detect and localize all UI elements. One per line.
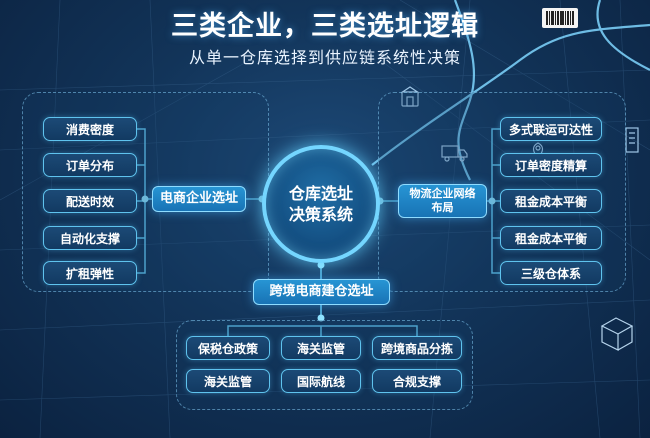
right-item-rent-balance-1: 租金成本平衡 [500,189,602,213]
left-item-consumption-density: 消费密度 [43,117,137,141]
left-item-automation-support: 自动化支撑 [43,226,137,250]
bottom-item-customs-2: 海关监管 [186,369,270,393]
ecommerce-category: 电商企业选址 [152,186,246,212]
right-item-three-tier-warehouse: 三级仓体系 [500,261,602,285]
page-subtitle: 从单一仓库选择到供应链系统性决策 [188,48,461,67]
crossborder-category: 跨境电商建仓选址 [253,279,390,305]
logistics-category: 物流企业网络 布局 [398,184,487,218]
bottom-item-crossborder-sorting: 跨境商品分拣 [372,336,462,360]
barcode-icon [542,8,578,28]
page-title: 三类企业，三类选址逻辑 [171,11,479,42]
bottom-group [176,320,473,410]
logistics-category-line-1: 物流企业网络 [409,187,476,200]
left-item-lease-expansion: 扩租弹性 [43,261,137,285]
right-item-order-density: 订单密度精算 [500,153,602,177]
bottom-item-compliance: 合规支撑 [372,369,462,393]
truck-icon [441,145,468,162]
left-item-delivery-timeliness: 配送时效 [43,189,137,213]
bottom-item-customs-1: 海关监管 [281,336,361,360]
left-item-order-distribution: 订单分布 [43,153,137,177]
building-icon [625,127,639,153]
parcel-icon [600,317,634,351]
center-line-1: 仓库选址 [288,184,353,203]
center-line-2: 决策系统 [288,205,353,224]
logistics-category-line-2: 布局 [431,201,454,214]
location-pin-icon [532,142,544,159]
bottom-item-intl-routes: 国际航线 [281,369,361,393]
center-decision-system: 仓库选址 决策系统 [262,145,380,263]
right-item-multimodal-access: 多式联运可达性 [500,117,602,141]
right-item-rent-balance-2: 租金成本平衡 [500,226,602,250]
bottom-item-bonded-policy: 保税仓政策 [186,336,270,360]
